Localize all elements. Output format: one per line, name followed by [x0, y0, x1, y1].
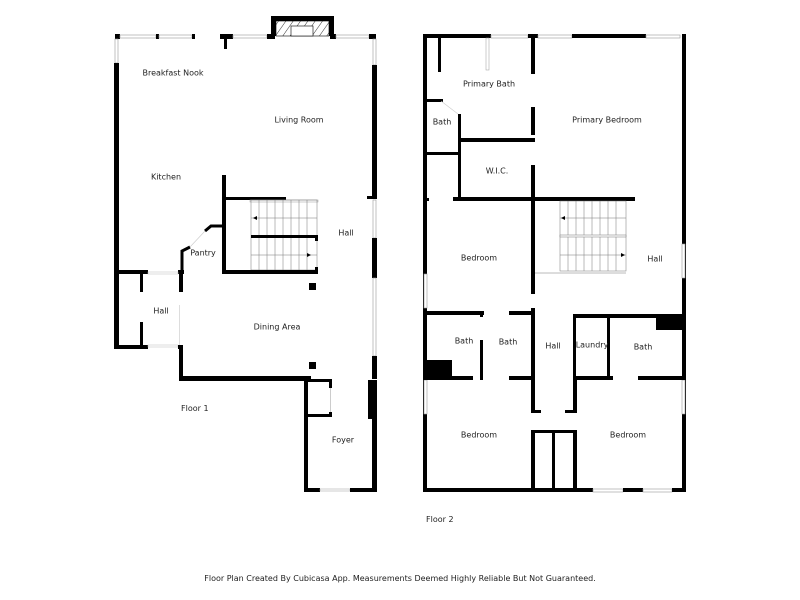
room-label-foyer: Foyer — [331, 435, 355, 445]
room-label-primary-bath: Primary Bath — [462, 79, 516, 89]
room-label-bath: Bath — [498, 337, 518, 347]
room-label-walk-in-closet: W.I.C. — [485, 166, 509, 176]
room-label-bedroom: Bedroom — [460, 253, 498, 263]
floor-1-plan — [114, 16, 377, 492]
room-label-laundry: Laundry — [575, 340, 609, 350]
room-label-bath: Bath — [454, 336, 474, 346]
room-label-bedroom: Bedroom — [460, 430, 498, 440]
room-label-living-room: Living Room — [274, 115, 324, 125]
room-label-breakfast-nook: Breakfast Nook — [142, 68, 204, 78]
floor-2-label: Floor 2 — [426, 515, 454, 524]
room-label-hall: Hall — [647, 254, 663, 264]
room-label-primary-bedroom: Primary Bedroom — [572, 115, 642, 125]
room-label-bath: Bath — [633, 342, 653, 352]
floor-1-label: Floor 1 — [181, 404, 209, 413]
disclaimer-footer: Floor Plan Created By Cubicasa App. Meas… — [204, 574, 596, 583]
room-label-hall: Hall — [545, 341, 561, 351]
room-label-hall: Hall — [338, 228, 354, 238]
room-label-pantry: Pantry — [190, 248, 216, 258]
room-label-bedroom: Bedroom — [609, 430, 647, 440]
room-label-bath: Bath — [432, 117, 452, 127]
room-label-dining-area: Dining Area — [253, 322, 301, 332]
room-label-hall: Hall — [153, 306, 169, 316]
room-label-kitchen: Kitchen — [150, 172, 182, 182]
floor-2-plan — [423, 34, 686, 493]
